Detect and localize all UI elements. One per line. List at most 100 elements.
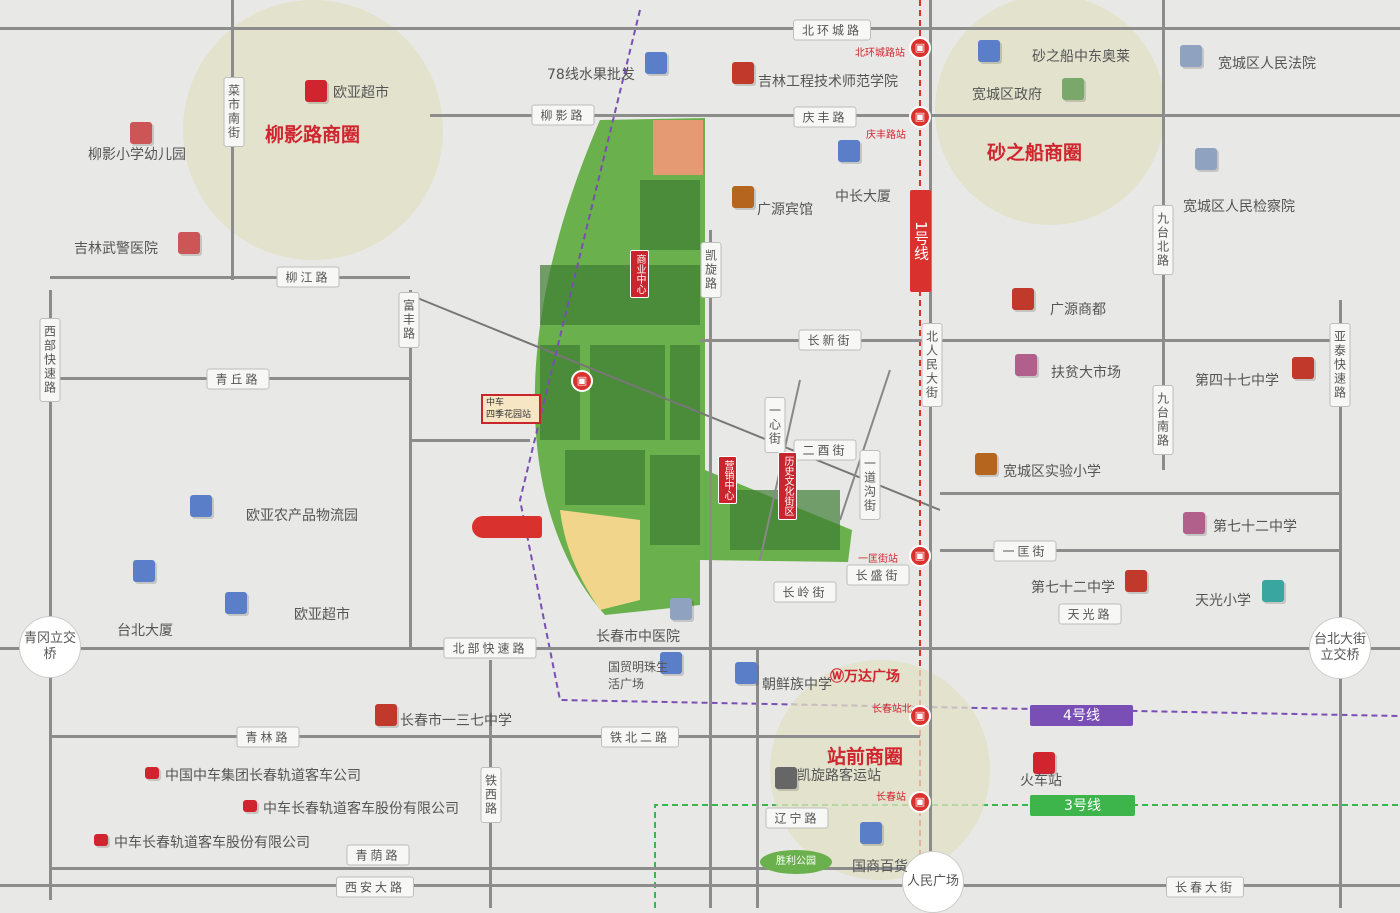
road-label: 青丘路 — [206, 368, 270, 390]
road-label: 亚泰快速路 — [1329, 323, 1351, 407]
station-box-line: 四季花园站 — [486, 410, 532, 420]
road-label: 庆丰路 — [793, 106, 857, 128]
poi-label[interactable]: 中长大厦 — [835, 189, 891, 205]
poi-label[interactable]: 长春市一三七中学 — [400, 713, 512, 729]
district-title: 砂之船商圈 — [987, 142, 1083, 164]
district-title: 站前商圈 — [827, 746, 904, 768]
metro-station-icon[interactable]: ▣ — [909, 106, 931, 128]
metro-station-icon[interactable]: ▣ — [571, 370, 593, 392]
building-icon — [243, 800, 257, 812]
metro-line-4-label[interactable]: 4号线 — [1030, 705, 1133, 726]
poi-label[interactable]: 柳影小学幼儿园 — [88, 147, 186, 163]
bridge-1: 台北大街立交桥 — [1309, 617, 1371, 679]
station-label: 北环城路站 — [855, 48, 905, 59]
road-label: 九台南路 — [1152, 385, 1174, 455]
poi-label[interactable]: 第七十二中学 — [1031, 580, 1115, 596]
road-label: 北部快速路 — [443, 637, 537, 659]
poi-label[interactable]: 长春市中医院 — [596, 629, 680, 645]
poi-label[interactable]: 宽城区人民法院 — [1218, 56, 1316, 72]
building-icon — [1183, 512, 1205, 534]
poi-label[interactable]: 第七十二中学 — [1213, 519, 1297, 535]
poi-label[interactable]: 中车长春轨道客车股份有限公司 — [114, 835, 310, 851]
road — [930, 114, 1400, 117]
road — [430, 114, 920, 117]
station-box-sijihuayuan[interactable]: 中车四季花园站 — [481, 394, 541, 424]
road-label: 铁西路 — [480, 767, 502, 823]
building-icon — [178, 232, 200, 254]
road-label: 长新街 — [798, 329, 862, 351]
road — [700, 339, 1340, 342]
park-tag: 历史文化街区 — [778, 452, 797, 520]
poi-label[interactable]: 欧亚农产品物流园 — [246, 508, 358, 524]
station-label: 一匡街站 — [858, 554, 898, 565]
building-icon — [775, 767, 797, 789]
poi-label[interactable]: 台北大厦 — [117, 623, 173, 639]
building-icon — [1262, 580, 1284, 602]
road — [756, 650, 759, 908]
poi-label[interactable]: 宽城区人民检察院 — [1183, 199, 1295, 215]
building-icon — [732, 62, 754, 84]
poi-label[interactable]: 吉林工程技术师范学院 — [758, 74, 898, 90]
building-icon — [305, 80, 327, 102]
road — [929, 0, 932, 908]
road-label: 凯旋路 — [700, 242, 722, 298]
poi-label[interactable]: 宽城区政府 — [972, 87, 1042, 103]
road — [50, 867, 920, 870]
road-label: 铁北二路 — [600, 726, 680, 748]
poi-label[interactable]: 中车长春轨道客车股份有限公司 — [263, 801, 459, 817]
road-label: 天光路 — [1058, 603, 1122, 625]
poi-label[interactable]: 广源宾馆 — [757, 202, 813, 218]
building-icon — [660, 652, 682, 674]
poi-label[interactable]: 中国中车集团长春轨道客车公司 — [165, 768, 361, 784]
poi-label[interactable]: 朝鲜族中学 — [762, 677, 832, 693]
road — [940, 492, 1340, 495]
poi-label[interactable]: 扶贫大市场 — [1051, 365, 1121, 381]
building-icon — [1062, 78, 1084, 100]
poi-label[interactable]: 火车站 — [1020, 773, 1062, 789]
station-label: 长春站北 — [872, 704, 912, 715]
poi-label[interactable]: 欧亚超市 — [294, 607, 350, 623]
poi-label[interactable]: 凯旋路客运站 — [797, 768, 881, 784]
poi-label[interactable]: 广源商都 — [1050, 302, 1106, 318]
poi-label[interactable]: 宽城区实验小学 — [1003, 464, 1101, 480]
building-icon — [1033, 752, 1055, 774]
poi-label[interactable]: 第四十七中学 — [1195, 373, 1279, 389]
road-label: 二酉街 — [793, 439, 857, 461]
metro-station-icon[interactable]: ▣ — [909, 705, 931, 727]
building-icon — [225, 592, 247, 614]
poi-label[interactable]: 天光小学 — [1195, 593, 1251, 609]
road-label: 青荫路 — [346, 844, 410, 866]
road — [1339, 300, 1342, 908]
poi-label[interactable]: 国贸明珠生活广场 — [608, 660, 669, 691]
metro-station-icon[interactable]: ▣ — [909, 37, 931, 59]
road-label: 西安大路 — [335, 876, 415, 898]
road — [0, 647, 1400, 650]
building-icon — [1195, 148, 1217, 170]
bridge-0: 青冈立交桥 — [19, 616, 81, 678]
building-icon — [735, 662, 757, 684]
park-tag: 营销中心 — [718, 456, 737, 504]
road — [50, 735, 920, 738]
poi-label[interactable]: 78线水果批发 — [547, 67, 635, 83]
building-icon — [1180, 45, 1202, 67]
poi-label[interactable]: 国商百货 — [852, 859, 908, 875]
poi-label[interactable]: 吉林武警医院 — [74, 241, 158, 257]
building-icon — [670, 598, 692, 620]
metro-station-icon[interactable]: ▣ — [909, 545, 931, 567]
poi-label[interactable]: 砂之船中东奥莱 — [1032, 49, 1130, 65]
metro-line-3-label[interactable]: 3号线 — [1030, 795, 1135, 816]
building-icon — [838, 140, 860, 162]
bridge-2: 人民广场 — [902, 851, 964, 913]
metro-line-1-label[interactable]: 1号线 — [910, 190, 931, 292]
building-icon — [975, 453, 997, 475]
metro-station-icon[interactable]: ▣ — [909, 791, 931, 813]
road-label: 长岭街 — [773, 581, 837, 603]
road — [409, 290, 412, 650]
road-label: 菜市南街 — [223, 77, 245, 147]
poi-label[interactable]: 欧亚超市 — [333, 85, 389, 101]
building-icon — [732, 186, 754, 208]
road-label: 北人民大街 — [921, 323, 943, 407]
building-icon — [1125, 570, 1147, 592]
road — [49, 290, 52, 900]
